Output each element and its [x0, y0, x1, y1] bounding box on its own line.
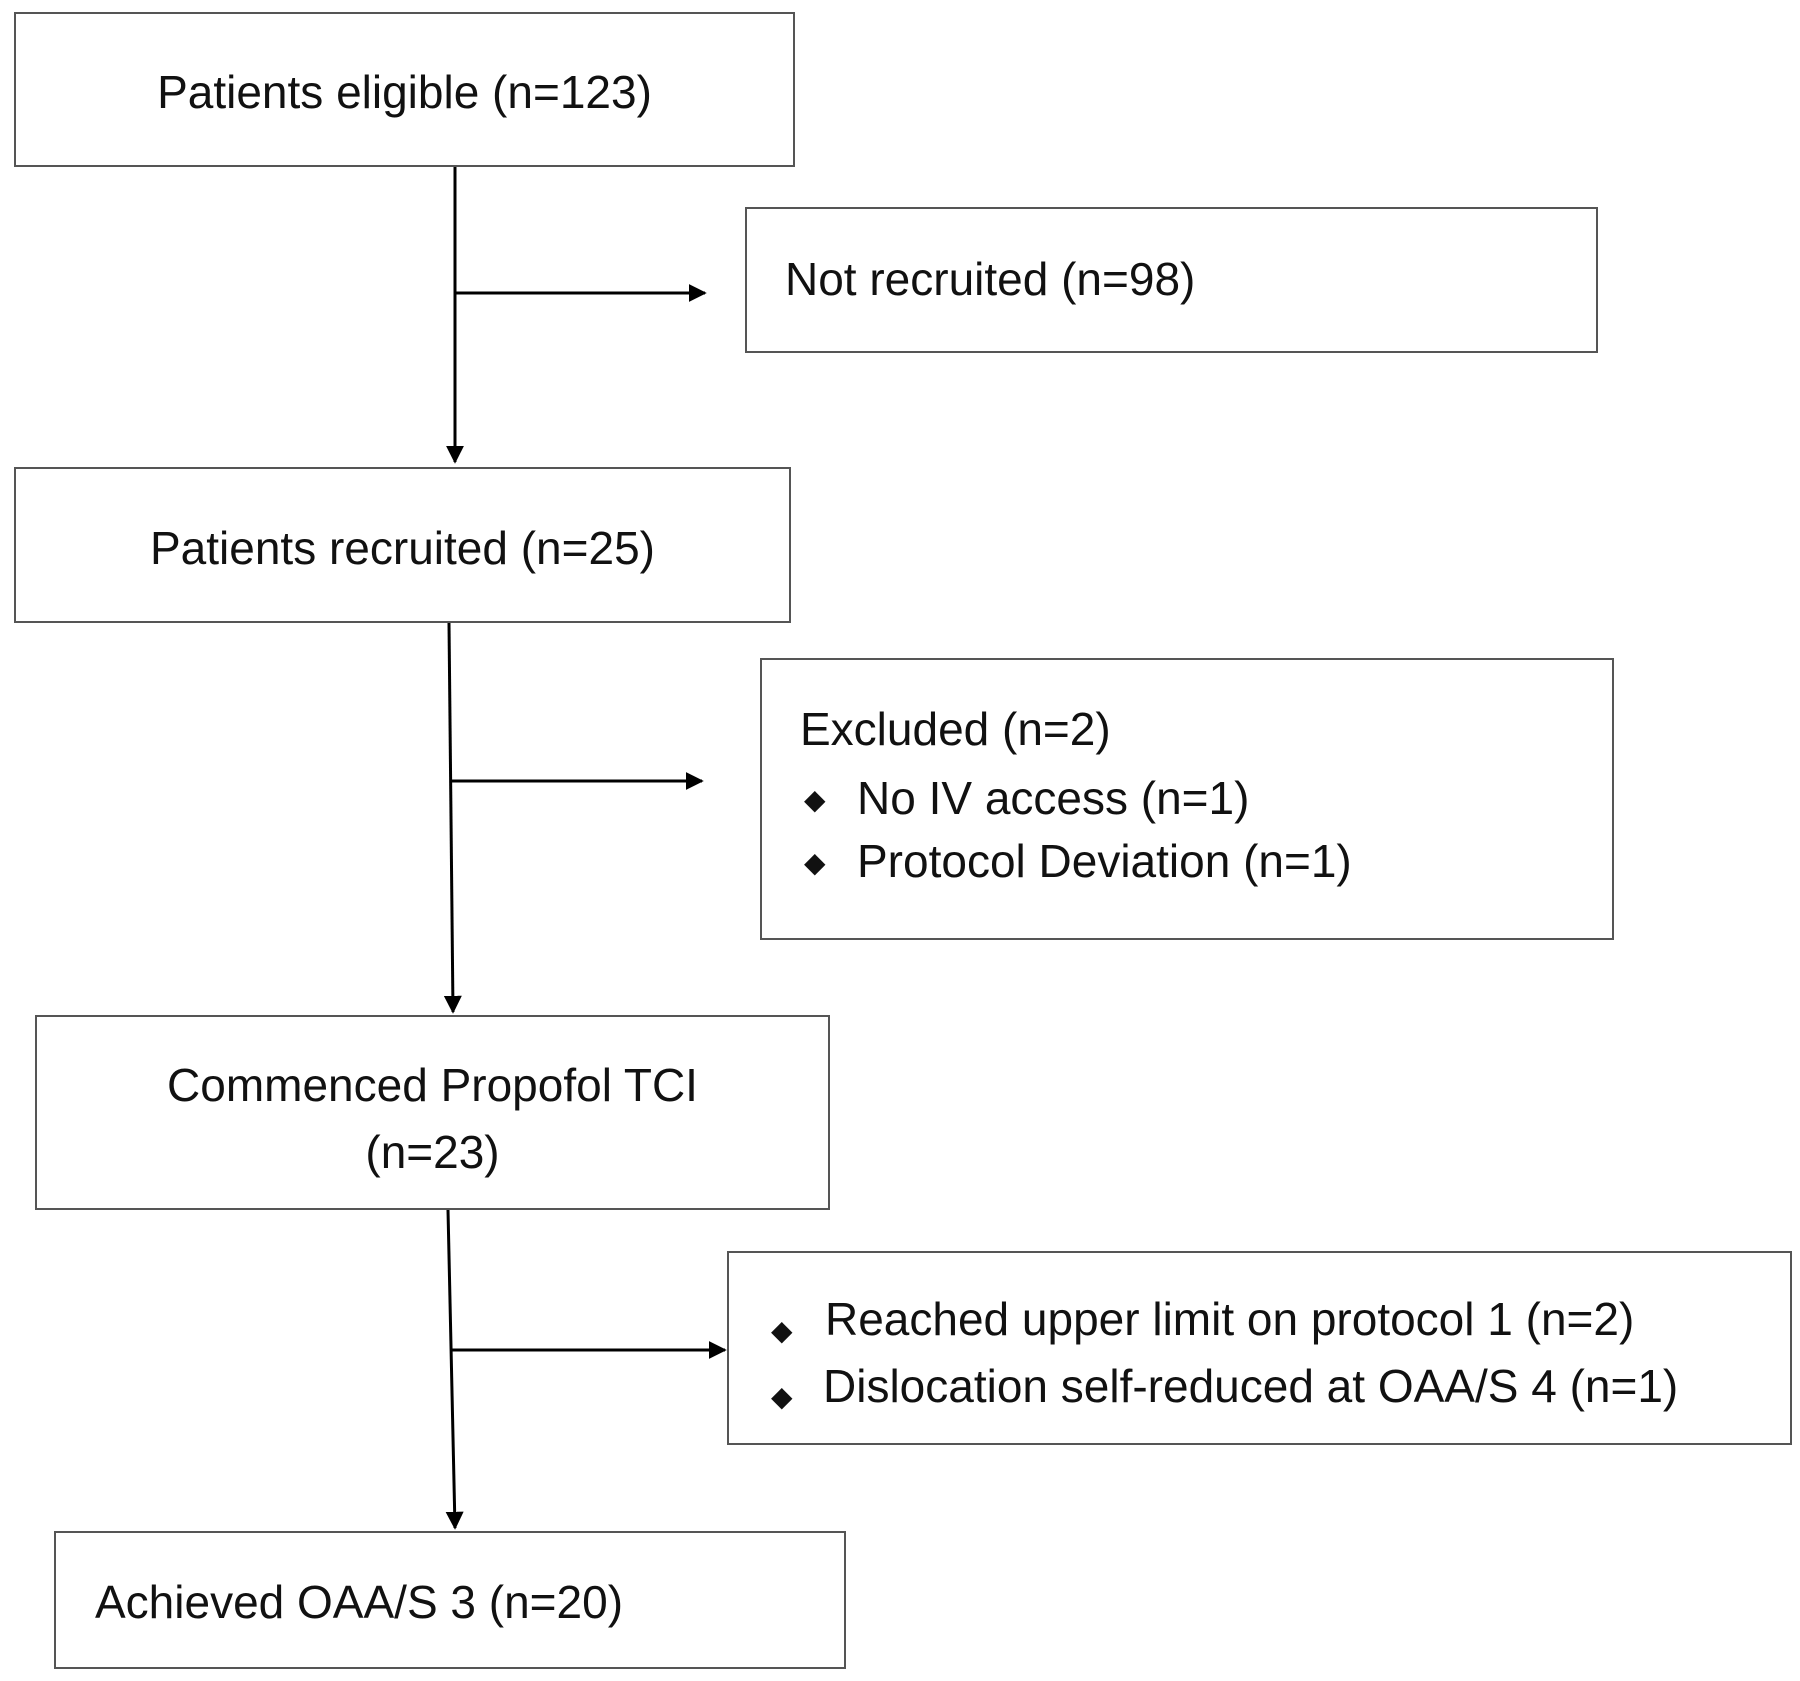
diamond-bullet-icon: ◆ — [771, 1315, 793, 1346]
dropout-item: Dislocation self-reduced at OAA/S 4 (n=1… — [823, 1360, 1679, 1412]
excluded-item: No IV access (n=1) — [857, 772, 1250, 824]
diamond-bullet-icon: ◆ — [804, 784, 826, 815]
dropouts-box: ◆ Reached upper limit on protocol 1 (n=2… — [727, 1251, 1792, 1445]
not-recruited-box: Not recruited (n=98) — [745, 207, 1598, 353]
commenced-label-line2: (n=23) — [365, 1126, 500, 1178]
arrow-recruited-to-commenced — [443, 622, 462, 1014]
commenced-label-line1: Commenced Propofol TCI — [167, 1059, 698, 1111]
recruited-box: Patients recruited (n=25) — [14, 467, 791, 623]
excluded-box: Excluded (n=2) ◆ No IV access (n=1) ◆ Pr… — [760, 658, 1614, 940]
achieved-label: Achieved OAA/S 3 (n=20) — [95, 1576, 624, 1628]
dropout-item: Reached upper limit on protocol 1 (n=2) — [825, 1293, 1635, 1345]
excluded-title: Excluded (n=2) — [800, 703, 1111, 755]
not-recruited-label: Not recruited (n=98) — [785, 253, 1196, 305]
diamond-bullet-icon: ◆ — [771, 1381, 793, 1412]
eligible-label: Patients eligible (n=123) — [157, 66, 652, 118]
excluded-item: Protocol Deviation (n=1) — [857, 835, 1352, 887]
diamond-bullet-icon: ◆ — [804, 847, 826, 878]
eligible-box: Patients eligible (n=123) — [14, 12, 795, 167]
recruited-label: Patients recruited (n=25) — [150, 522, 655, 574]
achieved-box: Achieved OAA/S 3 (n=20) — [54, 1531, 846, 1669]
arrow-commenced-to-achieved — [445, 1209, 464, 1530]
commenced-box: Commenced Propofol TCI (n=23) — [35, 1015, 830, 1210]
